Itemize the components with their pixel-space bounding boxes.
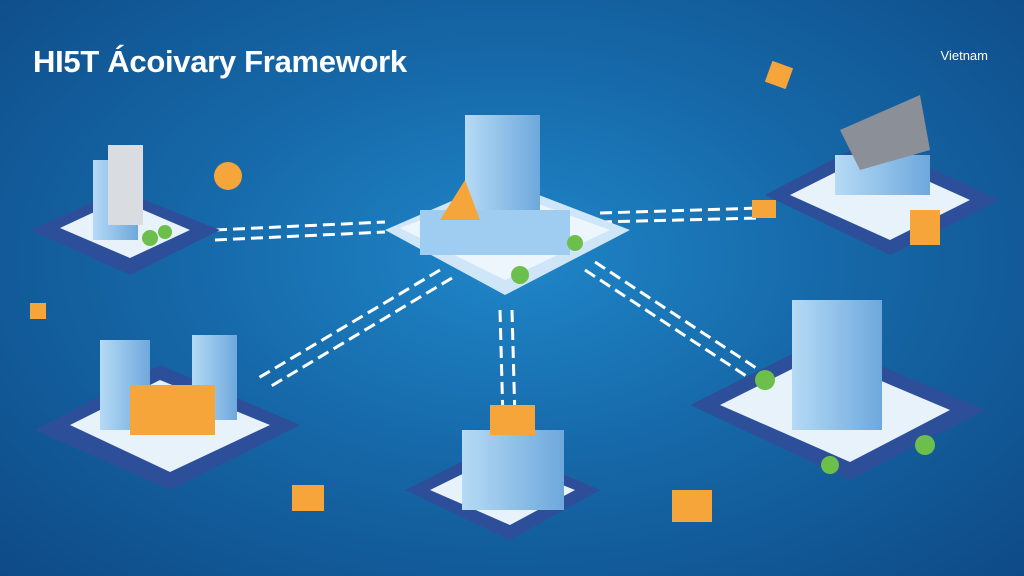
platform-center-bottom xyxy=(405,405,600,540)
region-label: Vietnam xyxy=(940,48,988,63)
platform-right-bottom xyxy=(690,300,985,480)
floating-tokens xyxy=(30,60,794,522)
platform-left-top xyxy=(30,145,220,275)
connection-lines xyxy=(214,206,771,421)
platform-left-bottom xyxy=(35,335,300,490)
platform-center-hub xyxy=(385,115,630,295)
page-title: HI5T Ácoivary Framework xyxy=(33,44,407,79)
platform-right-top xyxy=(765,95,1000,255)
